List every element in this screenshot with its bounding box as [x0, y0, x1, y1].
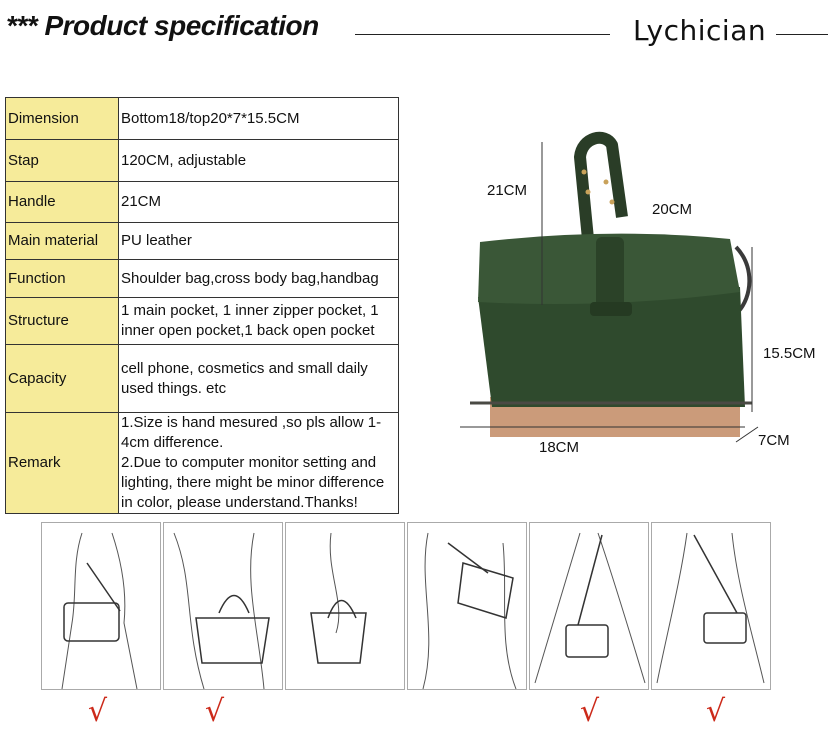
spec-label: Stap — [5, 139, 119, 182]
page-title: *** Product specification — [6, 10, 319, 41]
shoulder-bag-illustration — [407, 522, 527, 690]
spec-row-handle: Handle 21CM — [5, 181, 399, 223]
spec-row-capacity: Capacity cell phone, cosmetics and small… — [5, 344, 399, 413]
spec-value: 120CM, adjustable — [118, 139, 399, 182]
spec-label: Function — [5, 259, 119, 298]
handbag-carry-illustration — [163, 522, 283, 690]
spec-row-material: Main material PU leather — [5, 222, 399, 260]
spec-row-function: Function Shoulder bag,cross body bag,han… — [5, 259, 399, 298]
spec-label: Main material — [5, 222, 119, 260]
bag-drawing — [460, 131, 759, 443]
spec-label: Handle — [5, 181, 119, 223]
remark-line: lighting, there might be minor differenc… — [121, 474, 385, 491]
check-mark: √ — [88, 694, 108, 729]
spec-table: Dimension Bottom18/top20*7*15.5CM Stap 1… — [5, 97, 399, 514]
spec-value: 21CM — [118, 181, 399, 223]
check-mark: √ — [580, 694, 600, 729]
remark-line: 2.Due to computer monitor setting and — [121, 454, 377, 471]
spec-label: Capacity — [5, 344, 119, 413]
crossbody-front-illustration — [529, 522, 649, 690]
spec-value-remark: 1.Size is hand mesured ,so pls allow 1- … — [118, 412, 399, 514]
dimension-handle-label: 21CM — [487, 182, 528, 199]
dimension-top-label: 20CM — [652, 201, 693, 218]
brand-name: Lychician — [633, 14, 767, 47]
spec-value: cell phone, cosmetics and small daily us… — [118, 344, 399, 413]
spec-value: Bottom18/top20*7*15.5CM — [118, 97, 399, 140]
check-mark: √ — [706, 694, 726, 729]
check-mark: √ — [205, 694, 225, 729]
product-photo: 21CM 20CM 15.5CM 18CM 7CM — [400, 97, 828, 512]
remark-line: in color, please understand.Thanks! — [121, 494, 358, 511]
spec-value: 1 main pocket, 1 inner zipper pocket, 1 … — [118, 297, 399, 345]
spec-row-structure: Structure 1 main pocket, 1 inner zipper … — [5, 297, 399, 345]
spec-row-strap: Stap 120CM, adjustable — [5, 139, 399, 182]
spec-value: Shoulder bag,cross body bag,handbag — [118, 259, 399, 298]
crossbody-side-illustration — [41, 522, 161, 690]
header-rule-right — [776, 34, 828, 35]
spec-row-remark: Remark 1.Size is hand mesured ,so pls al… — [5, 412, 399, 514]
spec-label: Structure — [5, 297, 119, 345]
dimension-bottom-label: 18CM — [539, 439, 580, 456]
dimension-depth-label: 7CM — [758, 432, 790, 449]
remark-line: 1.Size is hand mesured ,so pls allow 1- — [121, 414, 382, 431]
spec-value: PU leather — [118, 222, 399, 260]
header-rule-left — [355, 34, 610, 35]
handbag-arm-illustration — [285, 522, 405, 690]
spec-label: Remark — [5, 412, 119, 514]
remark-line: 4cm difference. — [121, 434, 224, 451]
spec-label: Dimension — [5, 97, 119, 140]
crossbody-dress-illustration — [651, 522, 771, 690]
spec-row-dimension: Dimension Bottom18/top20*7*15.5CM — [5, 97, 399, 140]
dimension-height-label: 15.5CM — [763, 345, 816, 362]
